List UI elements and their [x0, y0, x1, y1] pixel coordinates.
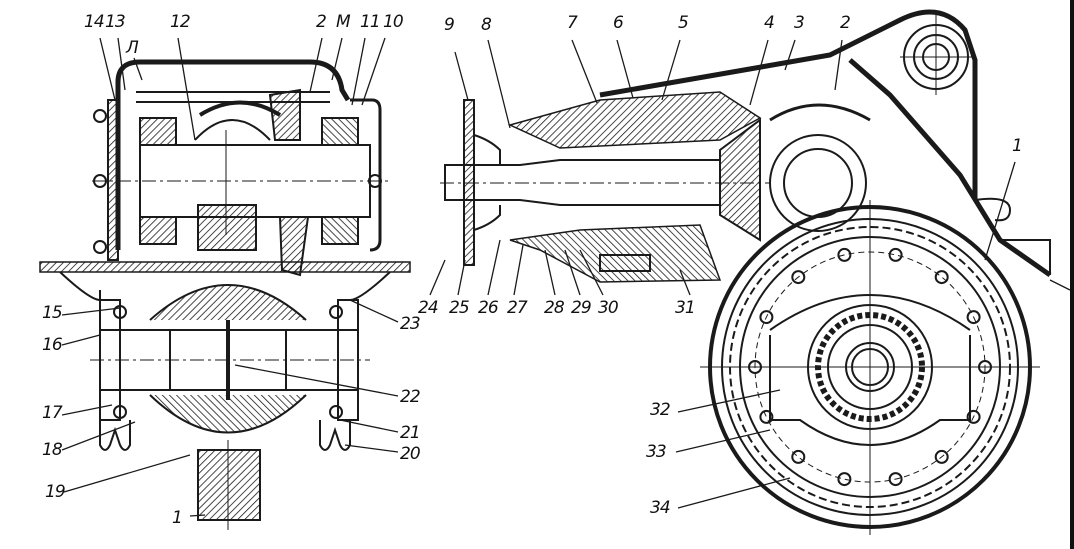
output-shaft — [197, 449, 261, 521]
callout-11: 11 — [360, 12, 381, 32]
callout-30: 30 — [598, 298, 619, 318]
leader-lines — [61, 37, 1071, 517]
drive-wheel — [700, 200, 1040, 535]
callout-15: 15 — [42, 303, 63, 323]
wheel-bolt — [978, 360, 992, 374]
oil-pipe — [350, 98, 382, 252]
callout-13: 13 — [105, 12, 126, 32]
callout-27: 27 — [507, 298, 528, 318]
callout-22: 22 — [400, 387, 421, 407]
callout-24: 24 — [418, 298, 439, 318]
wheel-bolt — [759, 310, 774, 325]
callout-14: 14 — [84, 12, 105, 32]
callout-12: 12 — [170, 12, 191, 32]
right-view — [440, 9, 1052, 535]
wheel-bolt — [837, 247, 852, 262]
callout-16: 16 — [42, 335, 63, 355]
callout-3: 3 — [794, 13, 805, 33]
callout-28: 28 — [544, 298, 565, 318]
bolt-icon — [93, 240, 107, 254]
callout-29: 29 — [571, 298, 592, 318]
wheel-bolt — [748, 360, 762, 374]
callout-4: 4 — [764, 13, 775, 33]
callout-5: 5 — [678, 13, 689, 33]
callout-17: 17 — [42, 403, 63, 423]
left-view — [39, 59, 411, 530]
final-drive-gear — [769, 134, 867, 232]
callout-M: М — [336, 12, 351, 32]
wheel-bolt — [934, 449, 949, 464]
wheel-bolt — [759, 409, 774, 424]
callout-7: 7 — [567, 13, 578, 33]
callout-26: 26 — [478, 298, 499, 318]
callout-10: 10 — [383, 12, 404, 32]
bolt-icon — [93, 109, 107, 123]
wheel-bolt — [791, 449, 806, 464]
callout-32: 32 — [650, 400, 671, 420]
housing-flange — [39, 261, 411, 273]
callout-1-left: 1 — [172, 508, 183, 528]
callout-9: 9 — [444, 15, 455, 35]
callout-L: Л — [126, 38, 139, 58]
callout-25: 25 — [449, 298, 470, 318]
callout-34: 34 — [650, 498, 671, 518]
wheel-bolt — [966, 409, 981, 424]
wheel-bolt — [791, 270, 806, 285]
final-drive-housing — [599, 9, 1052, 278]
callout-2-right: 2 — [840, 13, 851, 33]
top-cover — [115, 59, 351, 250]
wheel-bolt — [837, 472, 852, 487]
pinion-housing — [507, 91, 762, 149]
wheel-bolt — [966, 310, 981, 325]
callout-23: 23 — [400, 314, 421, 334]
callout-19: 19 — [45, 482, 66, 502]
image-border — [1070, 0, 1074, 549]
callout-6: 6 — [613, 13, 624, 33]
callout-18: 18 — [42, 440, 63, 460]
wheel-bolt — [888, 472, 903, 487]
wheel-bolt — [934, 270, 949, 285]
callout-2-left: 2 — [316, 12, 327, 32]
callout-33: 33 — [646, 442, 667, 462]
callout-21: 21 — [400, 423, 421, 443]
wheel-bolt — [888, 247, 903, 262]
bevel-pinion — [719, 118, 761, 242]
callout-1-right: 1 — [1012, 136, 1023, 156]
callout-20: 20 — [400, 444, 421, 464]
callout-31: 31 — [675, 298, 696, 318]
callout-8: 8 — [481, 15, 492, 35]
